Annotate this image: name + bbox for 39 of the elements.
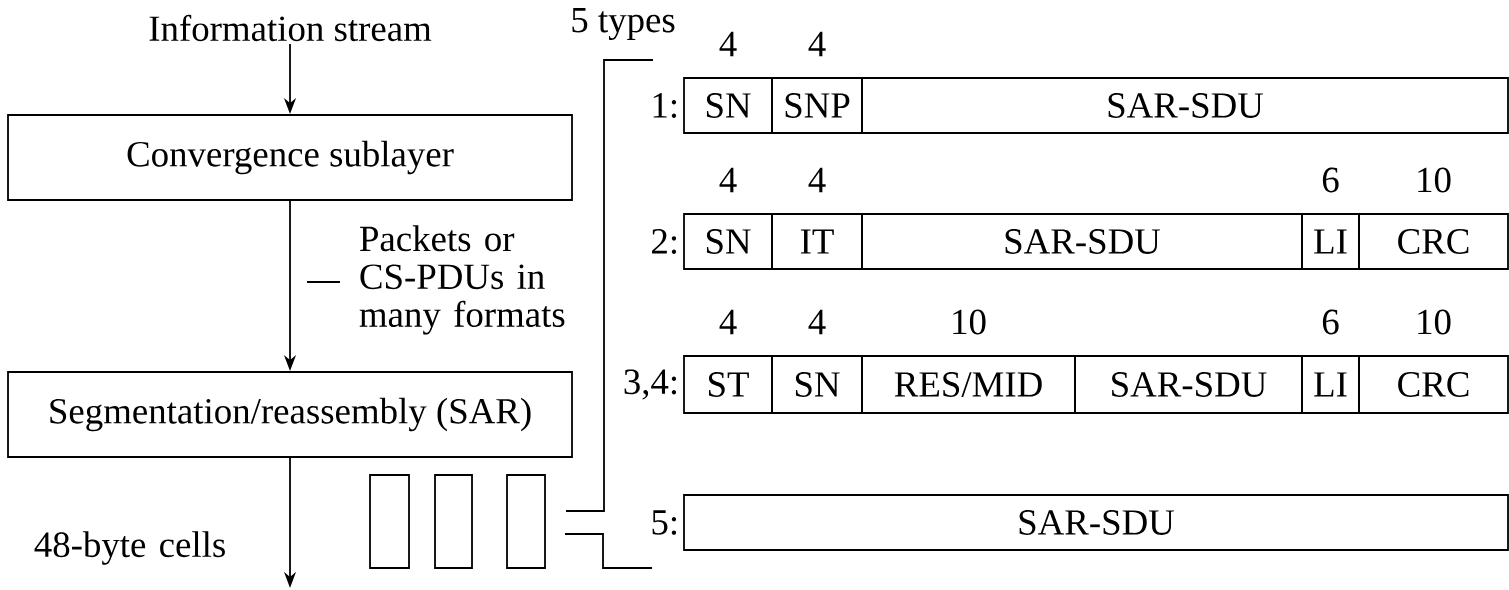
field-box: SAR-SDU [683,494,1509,551]
field-box: CRC [1358,355,1509,414]
field-box: SAR-SDU [1074,355,1303,414]
cell-box [506,474,546,569]
bit-width-label: 4 [808,309,826,335]
process-box: Segmentation/reassembly (SAR) [7,371,573,458]
cell-box [369,474,410,569]
field-box: SAR-SDU [861,213,1303,270]
bit-width-label: 10 [953,309,986,335]
field-box: SAR-SDU [861,77,1509,134]
field-box: LI [1301,213,1360,270]
field-box: LI [1301,355,1360,414]
field-box: IT [771,213,863,270]
field-box: SN [771,355,863,414]
edge-label: Packets or CS-PDUs in many formats [359,225,565,335]
bit-width-label: 4 [808,167,826,193]
bit-width-label: 4 [719,31,737,57]
bit-width-label: 4 [808,31,826,57]
cell-box [434,474,473,569]
bit-width-label: 10 [1418,309,1451,335]
field-box: RES/MID [861,355,1076,414]
edge-label: 48-byte cells [34,531,225,565]
process-box: Convergence sublayer [7,114,573,201]
row-label: 1: [653,93,677,118]
bit-width-label: 4 [719,167,737,193]
field-box: CRC [1358,213,1509,270]
field-box: SN [683,213,773,270]
stream-label: Information stream [149,14,432,42]
row-label: 3,4: [624,369,677,400]
bit-width-label: 10 [1418,167,1451,193]
caption-label: 5 types [572,7,675,41]
bit-width-label: 4 [719,309,737,335]
field-box: SN [683,77,773,134]
field-box: ST [683,355,773,414]
bit-width-label: 6 [1322,167,1339,193]
row-label: 2: [652,229,677,254]
field-box: SNP [771,77,863,134]
bit-width-label: 6 [1322,309,1339,335]
row-label: 5: [652,510,677,535]
